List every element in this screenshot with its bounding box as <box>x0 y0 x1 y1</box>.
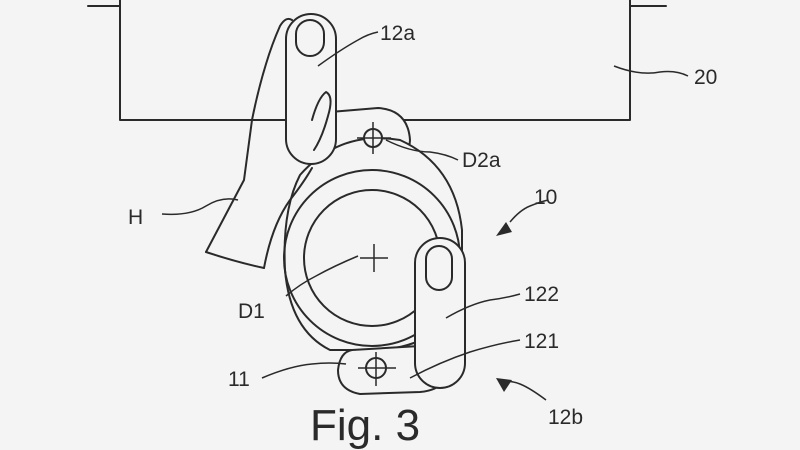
hand-h <box>205 17 332 269</box>
label-12b: 12b <box>548 406 583 429</box>
label-121: 121 <box>524 330 559 353</box>
label-10: 10 <box>534 186 557 209</box>
center-mark-d1 <box>360 244 388 272</box>
label-20: 20 <box>694 66 717 89</box>
pivot-d2a <box>357 122 391 154</box>
label-12a: 12a <box>380 22 415 45</box>
leader-lines <box>161 31 689 401</box>
pivot-121 <box>358 352 396 386</box>
latch-arm-122 <box>414 237 466 389</box>
label-h: H <box>128 206 143 229</box>
latch-arm-12a <box>285 13 337 165</box>
label-d2a: D2a <box>462 149 501 172</box>
label-d1: D1 <box>238 300 265 323</box>
housing-20 <box>87 0 667 121</box>
figure-caption: Fig. 3 <box>310 401 420 450</box>
label-122: 122 <box>524 283 559 306</box>
label-11: 11 <box>228 368 250 391</box>
